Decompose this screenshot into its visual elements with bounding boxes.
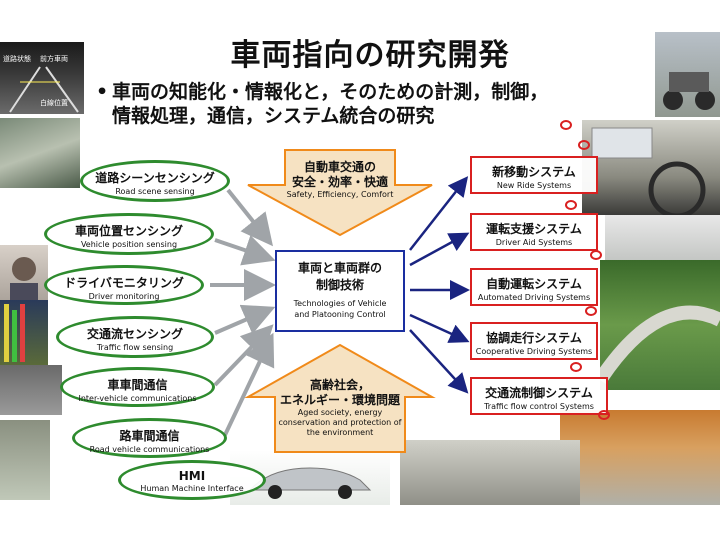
ring-marker [565, 200, 577, 210]
summary-line-2: 情報処理，通信，システム統合の研究 [112, 105, 435, 127]
input-label-en: Driver monitoring [88, 292, 160, 301]
input-label-jp: ドライバモニタリング [64, 276, 184, 290]
input-label-jp: 道路シーンセンシング [95, 171, 215, 185]
input-inter-vehicle-communications: 車車間通信 Inter-vehicle communications [60, 367, 215, 407]
output-label-en: New Ride Systems [496, 181, 572, 190]
cabin-photo [582, 120, 720, 215]
input-label-en: Vehicle position sensing [80, 240, 178, 249]
input-human-machine-interface: HMI Human Machine Interface [118, 460, 266, 500]
output-new-ride-systems: 新移動システム New Ride Systems [470, 156, 598, 194]
output-arrow-4 [409, 313, 470, 343]
driver-head-graphic [10, 257, 38, 305]
output-arrow-5 [409, 329, 469, 394]
goal-arrow [247, 149, 433, 237]
context-line-1: 高齢社会， [309, 378, 370, 392]
center-en-2: and Platooning Control [294, 310, 386, 319]
output-driver-aid-systems: 運転支援システム Driver Aid Systems [470, 213, 598, 251]
input-arrow-6 [223, 332, 275, 436]
track-curve-graphic [600, 305, 720, 384]
buggy-photo [655, 32, 720, 117]
traffic-bars-graphic [4, 304, 25, 362]
input-traffic-flow-sensing: 交通流センシング Traffic flow sensing [56, 316, 214, 358]
output-label-jp: 協調走行システム [486, 331, 582, 345]
road-camera-photo: 道路状態 前方車両 白線位置 [0, 42, 84, 114]
input-label-jp: 車車間通信 [107, 378, 168, 392]
bullet-symbol: • [96, 81, 109, 103]
convoy-photo [0, 365, 62, 415]
output-label-jp: 交通流制御システム [485, 386, 593, 400]
input-label-en: Human Machine Interface [140, 484, 244, 493]
center-line-2: 制御技術 [315, 278, 364, 292]
road-aerial-photo [0, 420, 50, 500]
output-cooperative-driving-systems: 協調走行システム Cooperative Driving Systems [470, 322, 598, 360]
ring-marker [570, 362, 582, 372]
output-arrow-2 [409, 232, 470, 267]
output-label-jp: 運転支援システム [486, 222, 582, 236]
input-arrow-1 [226, 188, 273, 247]
ring-marker [590, 250, 602, 260]
driver-photo [0, 245, 48, 305]
input-road-scene-sensing: 道路シーンセンシング Road scene sensing [80, 160, 230, 202]
input-road-vehicle-communications: 路車間通信 Road vehicle communications [72, 418, 227, 458]
mirror-photo [0, 118, 80, 188]
context-en-1: Aged society, energy [297, 408, 383, 417]
context-arrow [244, 343, 436, 453]
research-summary: • 車両の知能化・情報化と，そのための計測，制御， 情報処理，通信，システム統合… [96, 80, 642, 128]
steering-wheel-graphic [591, 127, 706, 215]
input-label-jp: 路車間通信 [119, 429, 180, 443]
output-label-en: Traffic flow control Systems [484, 402, 594, 411]
input-arrow-2 [214, 235, 276, 266]
page-title: 車両指向の研究開発 [230, 38, 510, 73]
center-line-1: 車両と車両群の [297, 261, 382, 275]
summary-line-1: 車両の知能化・情報化と，そのための計測，制御， [112, 81, 549, 103]
output-traffic-flow-control-systems: 交通流制御システム Traffic flow control Systems [470, 377, 608, 415]
output-label-jp: 自動運転システム [486, 277, 582, 291]
input-label-en: Road vehicle communications [89, 445, 210, 454]
goal-line-2: 安全・効率・快適 [291, 175, 388, 189]
output-label-en: Cooperative Driving Systems [475, 347, 593, 356]
center-en-1: Technologies of Vehicle [293, 299, 387, 308]
input-label-en: Traffic flow sensing [96, 343, 174, 352]
goal-en: Safety, Efficiency, Comfort [286, 190, 394, 199]
platoon-photo [400, 440, 580, 505]
input-label-en: Inter-vehicle communications [78, 394, 197, 403]
output-label-en: Driver Aid Systems [495, 238, 573, 247]
input-arrow-4 [214, 304, 276, 335]
photo-label-road: 道路状態 [3, 55, 31, 63]
ring-marker [598, 410, 610, 420]
output-label-jp: 新移動システム [492, 165, 576, 179]
output-automated-driving-systems: 自動運転システム Automated Driving Systems [470, 268, 598, 306]
goal-line-1: 自動車交通の [303, 160, 376, 174]
photo-label-lane: 白線位置 [40, 99, 68, 107]
input-label-en: Road scene sensing [115, 187, 195, 196]
control-technology-box: 車両と車両群の 制御技術 Technologies of Vehicle and… [275, 250, 405, 332]
context-line-2: エネルギー・環境問題 [279, 393, 400, 407]
traffic-monitor-photo [0, 300, 48, 365]
test-track-photo [600, 260, 720, 390]
input-label-jp: 交通流センシング [86, 327, 183, 341]
input-driver-monitoring: ドライバモニタリング Driver monitoring [44, 265, 204, 305]
ring-marker [585, 306, 597, 316]
input-label-jp: HMI [178, 469, 206, 483]
photo-label-vehicle: 前方車両 [40, 55, 68, 63]
input-label-jp: 車両位置センシング [74, 224, 183, 238]
output-arrow-1 [409, 176, 469, 251]
ring-marker [578, 140, 590, 150]
context-arrow-text: 高齢社会， エネルギー・環境問題 Aged society, energy co… [270, 378, 410, 438]
output-label-en: Automated Driving Systems [477, 293, 591, 302]
goal-arrow-text: 自動車交通の 安全・効率・快適 Safety, Efficiency, Comf… [283, 160, 397, 200]
forest-road-photo [560, 410, 720, 505]
buggy-graphic [663, 72, 715, 110]
input-vehicle-position-sensing: 車両位置センシング Vehicle position sensing [44, 213, 214, 255]
context-en-2: conservation and protection of [278, 418, 402, 427]
road-lines-graphic [9, 66, 79, 113]
ring-marker [560, 120, 572, 130]
context-en-3: the environment [306, 428, 374, 437]
